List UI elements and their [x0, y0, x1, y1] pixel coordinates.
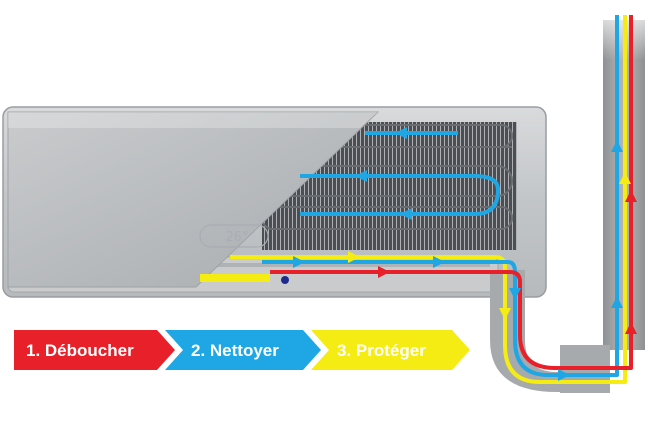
- arrow-up-red-2: [625, 322, 637, 334]
- louver-slot: [40, 263, 490, 267]
- arrow-right-yellow-1: [348, 251, 360, 263]
- blue-coil-flow: [300, 131, 500, 216]
- indoor-unit: 26°: [2, 106, 547, 298]
- display-readout: 26°: [226, 230, 249, 245]
- arrow-down-blue: [509, 288, 521, 300]
- arrow-up-blue-2: [611, 296, 623, 308]
- arrow-up-yellow: [619, 172, 631, 184]
- arrow-right-red-1: [378, 266, 390, 278]
- step-2-chevron: [165, 330, 321, 370]
- step-3-chevron: [311, 330, 470, 370]
- arrow-down-yellow: [499, 308, 511, 320]
- indicator-light: [281, 276, 289, 284]
- arrow-left-top: [395, 127, 407, 139]
- step-banner: 1. Déboucher 2. Nettoyer 3. Protéger: [14, 330, 470, 370]
- flow-lines: [200, 15, 633, 384]
- panel-highlight: [8, 112, 378, 128]
- flow-arrows: [293, 127, 637, 381]
- front-panel: [7, 111, 380, 288]
- arrow-up-blue-1: [611, 140, 623, 152]
- step-2-label: 2. Nettoyer: [191, 341, 279, 360]
- yellow-drain-flow: [230, 15, 627, 384]
- red-drain-flow: [270, 15, 633, 370]
- arrow-up-red-1: [625, 190, 637, 202]
- display-frame: [199, 224, 269, 248]
- yellow-stub: [200, 274, 270, 282]
- step-1-chevron: [14, 330, 175, 370]
- arrow-right-1: [293, 256, 305, 268]
- blue-drain-flow: [262, 15, 619, 377]
- step-3-label: 3. Protéger: [337, 341, 426, 360]
- arrow-left-mid: [355, 170, 367, 182]
- arrow-right-elbow: [558, 369, 570, 381]
- arrow-left-bottom: [400, 208, 412, 220]
- step-1-label: 1. Déboucher: [26, 341, 134, 360]
- arrow-right-2: [433, 256, 445, 268]
